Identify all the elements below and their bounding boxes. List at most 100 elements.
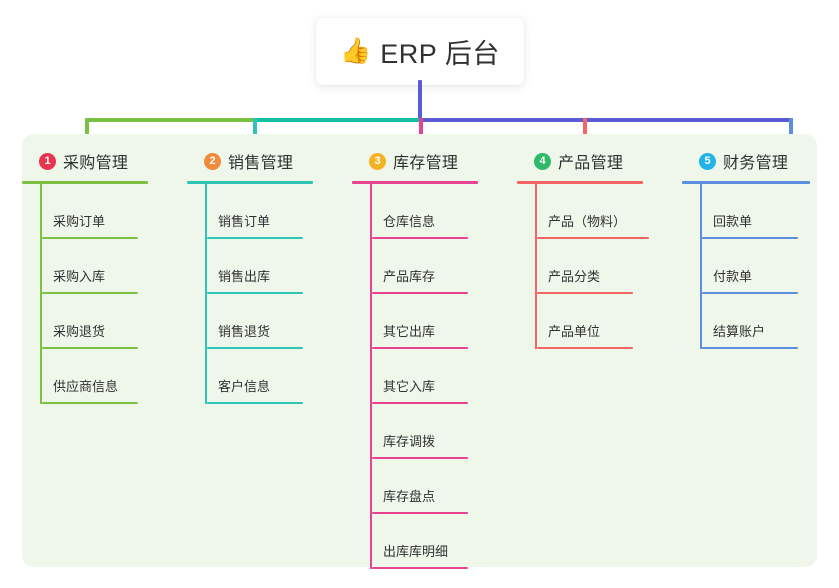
branch-item[interactable]: 采购订单 — [42, 184, 138, 239]
branch-item-label: 产品单位 — [548, 324, 601, 339]
branch-item[interactable]: 仓库信息 — [372, 184, 468, 239]
branch-underline — [22, 181, 148, 184]
branch-item-label: 销售出库 — [218, 269, 271, 284]
branch-item-underline — [42, 292, 138, 294]
branch-item[interactable]: 出库库明细 — [372, 514, 468, 569]
branch-item-underline — [42, 237, 138, 239]
branch-item-label: 库存调拨 — [383, 434, 436, 449]
branch-header-3[interactable]: 3 库存管理 — [352, 146, 502, 176]
branch-item[interactable]: 库存调拨 — [372, 404, 468, 459]
branch-item[interactable]: 销售订单 — [207, 184, 303, 239]
branch-underline — [517, 181, 643, 184]
branch-item-underline — [702, 292, 798, 294]
branch-items: 产品（物料） 产品分类产品单位 — [517, 184, 667, 349]
branch-item-underline — [207, 237, 303, 239]
branch-number-badge: 3 — [369, 152, 386, 170]
branch-items: 销售订单销售出库销售退货客户信息 — [187, 184, 337, 404]
branch-number-badge: 5 — [699, 152, 716, 170]
branch-item-label: 销售退货 — [218, 324, 271, 339]
branch-spine — [535, 184, 537, 349]
branch-number-badge: 4 — [534, 152, 551, 170]
branch-item-label: 结算账户 — [713, 324, 766, 339]
root-node-label: ERP 后台 — [380, 39, 500, 69]
branch-column-3: 3 库存管理仓库信息产品库存其它出库其它入库库存调拨库存盘点出库库明细 — [352, 146, 502, 569]
branch-number-badge: 2 — [204, 152, 221, 170]
branch-item[interactable]: 其它出库 — [372, 294, 468, 349]
branch-item-label: 客户信息 — [218, 379, 271, 394]
branch-title: 库存管理 — [393, 155, 459, 172]
branch-item[interactable]: 其它入库 — [372, 349, 468, 404]
branch-underline — [352, 181, 478, 184]
branch-item-underline — [372, 347, 468, 349]
branch-underline — [682, 181, 810, 184]
trunk-segment-mid — [253, 118, 423, 122]
trunk-segment-left — [85, 118, 257, 122]
branch-header-5[interactable]: 5 财务管理 — [682, 146, 832, 176]
branch-item-underline — [372, 237, 468, 239]
branch-item-underline — [702, 347, 798, 349]
branch-item-underline — [537, 292, 633, 294]
branch-header-4[interactable]: 4 产品管理 — [517, 146, 667, 176]
branch-item-underline — [207, 292, 303, 294]
branch-item[interactable]: 采购退货 — [42, 294, 138, 349]
branches-panel — [22, 134, 817, 567]
branch-item[interactable]: 结算账户 — [702, 294, 798, 349]
branch-item-underline — [372, 512, 468, 514]
branch-item-underline — [372, 402, 468, 404]
branch-item[interactable]: 供应商信息 — [42, 349, 138, 404]
branch-item-label: 采购入库 — [53, 269, 106, 284]
branch-item-underline — [537, 237, 649, 239]
branch-items: 采购订单采购入库采购退货供应商信息 — [22, 184, 172, 404]
branch-item-label: 销售订单 — [218, 214, 271, 229]
branch-number-badge: 1 — [39, 152, 56, 170]
branch-item[interactable]: 采购入库 — [42, 239, 138, 294]
branch-items: 仓库信息产品库存其它出库其它入库库存调拨库存盘点出库库明细 — [352, 184, 502, 569]
branch-spine — [700, 184, 702, 349]
branch-item-underline — [372, 457, 468, 459]
branch-item-label: 其它出库 — [383, 324, 436, 339]
branch-spine — [40, 184, 42, 404]
branch-item[interactable]: 销售出库 — [207, 239, 303, 294]
branch-item[interactable]: 客户信息 — [207, 349, 303, 404]
branch-title: 财务管理 — [723, 155, 789, 172]
branch-item[interactable]: 产品单位 — [537, 294, 633, 349]
branch-item-label: 仓库信息 — [383, 214, 436, 229]
branch-header-1[interactable]: 1 采购管理 — [22, 146, 172, 176]
branch-item-underline — [42, 402, 138, 404]
branch-underline — [187, 181, 313, 184]
branch-item[interactable]: 回款单 — [702, 184, 798, 239]
branch-title: 销售管理 — [228, 155, 294, 172]
branch-item-underline — [702, 237, 798, 239]
branch-item-label: 产品库存 — [383, 269, 436, 284]
branch-item-label: 供应商信息 — [53, 379, 119, 394]
branch-column-2: 2 销售管理销售订单销售出库销售退货客户信息 — [187, 146, 337, 404]
branch-items: 回款单付款单结算账户 — [682, 184, 832, 349]
branch-item[interactable]: 库存盘点 — [372, 459, 468, 514]
root-node[interactable]: 👍 ERP 后台 — [316, 18, 524, 85]
branch-item-underline — [372, 567, 468, 569]
root-stem-line — [418, 80, 422, 122]
branch-title: 采购管理 — [63, 155, 129, 172]
branch-item-label: 采购退货 — [53, 324, 106, 339]
branch-item[interactable]: 产品分类 — [537, 239, 633, 294]
branch-title: 产品管理 — [558, 155, 624, 172]
branch-item[interactable]: 付款单 — [702, 239, 798, 294]
branch-item-label: 付款单 — [713, 269, 753, 284]
trunk-segment-right — [419, 118, 793, 122]
branch-item[interactable]: 产品库存 — [372, 239, 468, 294]
branch-column-1: 1 采购管理采购订单采购入库采购退货供应商信息 — [22, 146, 172, 404]
branch-item-label: 出库库明细 — [383, 544, 449, 559]
branch-item-label: 回款单 — [713, 214, 753, 229]
branch-header-2[interactable]: 2 销售管理 — [187, 146, 337, 176]
thumbs-up-icon: 👍 — [340, 37, 372, 65]
branch-item-underline — [42, 347, 138, 349]
branch-spine — [205, 184, 207, 404]
branch-item-underline — [207, 402, 303, 404]
branch-item-underline — [372, 292, 468, 294]
branch-item[interactable]: 产品（物料） — [537, 184, 649, 239]
branch-item[interactable]: 销售退货 — [207, 294, 303, 349]
branch-item-label: 其它入库 — [383, 379, 436, 394]
branch-column-5: 5 财务管理回款单付款单结算账户 — [682, 146, 832, 349]
branch-item-label: 产品（物料） — [548, 214, 627, 229]
